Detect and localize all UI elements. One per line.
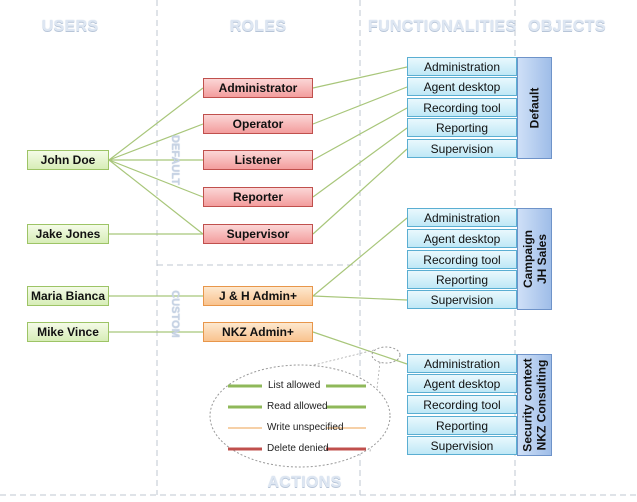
functionality-reporting: Reporting <box>407 118 517 137</box>
link-johndoe-reporter <box>108 159 204 198</box>
user-john-doe: John Doe <box>27 150 109 170</box>
functionality-supervision: Supervision <box>407 436 517 455</box>
link-johndoe-supervisor <box>108 159 204 235</box>
user-mike-vince: Mike Vince <box>27 322 109 342</box>
role-supervisor: Supervisor <box>203 224 313 244</box>
object-campaign-jh-sales: Campaign JH Sales <box>517 208 552 310</box>
functionality-recording-tool: Recording tool <box>407 250 517 269</box>
functionality-supervision: Supervision <box>407 290 517 309</box>
legend-read-allowed: Read allowed <box>267 401 328 412</box>
custom-group-label: CUSTOM <box>169 290 181 338</box>
functionality-recording-tool: Recording tool <box>407 98 517 117</box>
user-jake-jones: Jake Jones <box>27 224 109 244</box>
role-reporter: Reporter <box>203 187 313 207</box>
functionality-administration: Administration <box>407 354 517 373</box>
functionality-reporting: Reporting <box>407 416 517 435</box>
link-johndoe-operator <box>108 123 204 161</box>
link-jhadmin-administration-jh <box>312 217 408 297</box>
legend-delete-denied: Delete denied <box>267 443 329 454</box>
functionality-agent-desktop: Agent desktop <box>407 229 517 248</box>
functionality-administration: Administration <box>407 208 517 227</box>
legend-list-allowed: List allowed <box>268 380 321 391</box>
functionality-supervision: Supervision <box>407 139 517 158</box>
functionalities-header: FUNCTIONALITIES <box>368 18 517 35</box>
functionality-agent-desktop: Agent desktop <box>407 374 517 393</box>
functionality-recording-tool: Recording tool <box>407 395 517 414</box>
default-group-label: DEFAULT <box>169 135 181 185</box>
legend-ellipse <box>209 364 391 468</box>
object-label: Default <box>527 87 542 129</box>
zoom-focus-ellipse <box>371 346 401 364</box>
link-supervisor-supervision <box>312 148 408 235</box>
link-administrator-administration <box>312 66 408 89</box>
link-johndoe-administrator <box>108 87 204 161</box>
user-maria-bianca: Maria Bianca <box>27 286 109 306</box>
role-operator: Operator <box>203 114 313 134</box>
legend-lines <box>228 384 366 451</box>
link-nkzadmin-administration-nkz <box>312 331 408 365</box>
role-jh-admin: J & H Admin+ <box>203 286 313 306</box>
functionality-reporting: Reporting <box>407 270 517 289</box>
object-label: Security context NKZ Consulting <box>520 358 549 452</box>
link-operator-agentdesktop <box>312 86 408 125</box>
object-default: Default <box>517 57 552 159</box>
functionality-agent-desktop: Agent desktop <box>407 77 517 96</box>
roles-header: ROLES <box>229 18 287 35</box>
object-label: Campaign JH Sales <box>520 229 549 289</box>
objects-header: OBJECTS <box>528 18 606 35</box>
object-security-context-nkz-consulting: Security context NKZ Consulting <box>517 354 552 456</box>
link-reporter-reporting <box>312 127 408 198</box>
users-header: USERS <box>41 18 99 35</box>
link-jhadmin-supervision-jh <box>312 295 408 301</box>
role-nkz-admin: NKZ Admin+ <box>203 322 313 342</box>
legend-write-unspecified: Write unspecified <box>267 422 344 433</box>
actions-header: ACTIONS <box>267 474 342 491</box>
role-listener: Listener <box>203 150 313 170</box>
link-listener-recordingtool <box>312 107 408 161</box>
role-administrator: Administrator <box>203 78 313 98</box>
functionality-administration: Administration <box>407 57 517 76</box>
